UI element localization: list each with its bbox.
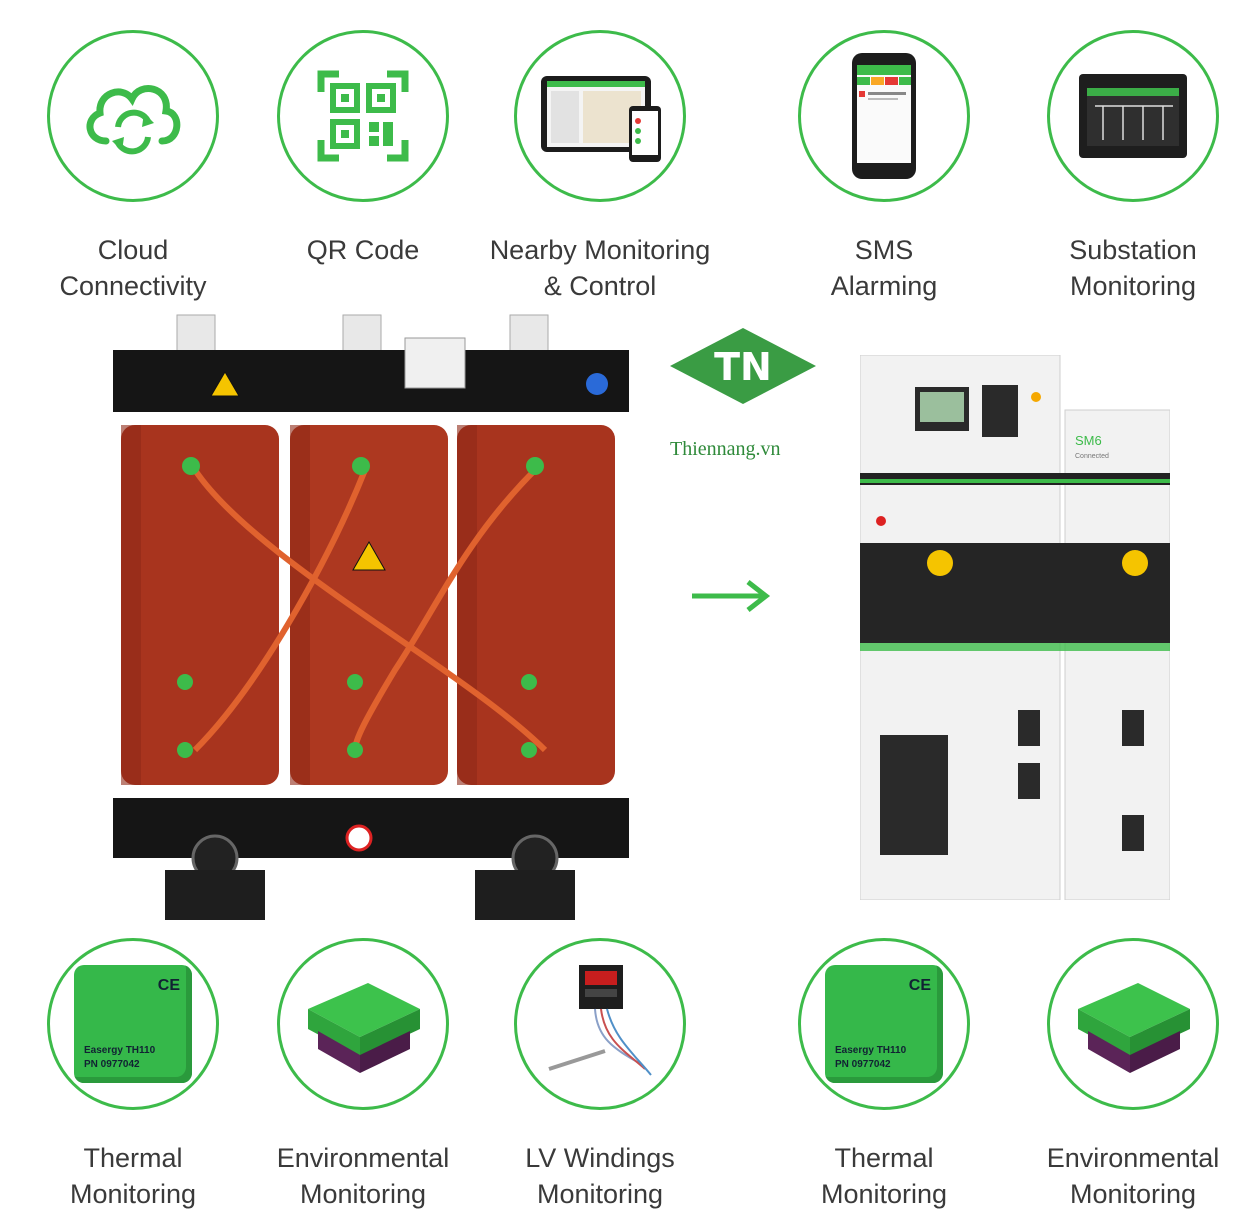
caption-line1: Substation bbox=[1069, 235, 1197, 265]
caption-line1: SMS bbox=[854, 235, 914, 265]
logo-text: Thiennang.vn bbox=[670, 438, 781, 460]
caption-line2: Monitoring bbox=[299, 1179, 427, 1209]
caption-line1: QR Code bbox=[306, 235, 420, 265]
arrow-right-icon bbox=[690, 578, 774, 619]
tablet-phone-icon bbox=[514, 30, 686, 202]
caption-line2: Monitoring bbox=[1069, 1179, 1197, 1209]
caption-line2: & Control bbox=[543, 271, 657, 301]
caption-line2: Alarming bbox=[830, 271, 938, 301]
caption-line2: Connectivity bbox=[59, 271, 207, 301]
caption-line2: Monitoring bbox=[820, 1179, 948, 1209]
thermal-sensor-icon: Easergy TH110 PN 0977042 CE bbox=[798, 938, 970, 1110]
smartphone-icon bbox=[798, 30, 970, 202]
logo-mark: TN bbox=[714, 345, 772, 389]
thermal-sensor-icon: Easergy TH110 PN 0977042 CE bbox=[47, 938, 219, 1110]
qr-code-icon bbox=[277, 30, 449, 202]
thiennang-logo: TN bbox=[668, 326, 818, 406]
caption-line2: Monitoring bbox=[536, 1179, 664, 1209]
environmental-sensor-icon bbox=[277, 938, 449, 1110]
caption-line1: Cloud bbox=[97, 235, 169, 265]
dry-type-transformer-image bbox=[105, 310, 635, 920]
caption-line1: Nearby Monitoring bbox=[489, 235, 711, 265]
caption-line1: Environmental bbox=[1046, 1143, 1220, 1173]
caption-line1: LV Windings bbox=[525, 1143, 675, 1173]
lv-relay-icon bbox=[514, 938, 686, 1110]
caption-line1: Thermal bbox=[83, 1143, 183, 1173]
sensor-pn-text: PN 0977042 bbox=[84, 1059, 140, 1070]
sensor-model-text: Easergy TH110 bbox=[835, 1045, 907, 1056]
feature-qr-code: QR Code bbox=[238, 30, 488, 268]
sm6-switchgear-image: SM6 Connected bbox=[859, 354, 1171, 901]
caption-line2: Monitoring bbox=[1069, 271, 1197, 301]
sm6-status-label: Connected bbox=[1075, 453, 1109, 460]
environmental-sensor-icon bbox=[1047, 938, 1219, 1110]
feature-nearby-monitoring: Nearby Monitoring & Control bbox=[475, 30, 725, 304]
caption-line1: Environmental bbox=[276, 1143, 450, 1173]
feature-sms-alarming: SMS Alarming bbox=[759, 30, 1009, 304]
hmi-screen-icon bbox=[1047, 30, 1219, 202]
sensor-model-text: Easergy TH110 bbox=[84, 1045, 156, 1056]
caption-line1: Thermal bbox=[834, 1143, 934, 1173]
sensor-pn-text: PN 0977042 bbox=[835, 1059, 891, 1070]
caption-line2: Monitoring bbox=[69, 1179, 197, 1209]
cloud-sync-icon bbox=[47, 30, 219, 202]
sm6-model-label: SM6 bbox=[1075, 433, 1102, 448]
